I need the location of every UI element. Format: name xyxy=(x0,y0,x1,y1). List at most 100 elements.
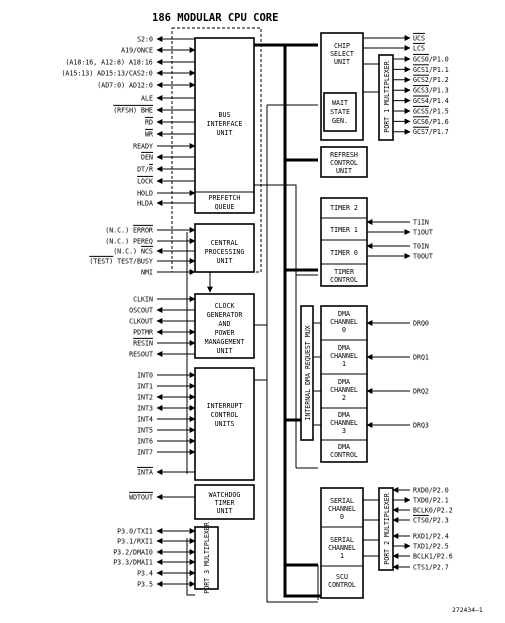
svg-text:CHANNEL: CHANNEL xyxy=(330,352,358,360)
pin-n-c-ncs-label: (N.C.) NCS xyxy=(113,247,153,255)
interrupt-bus xyxy=(266,105,318,603)
svg-text:CONTROL: CONTROL xyxy=(328,581,356,589)
timer-2: TIMER 2 xyxy=(330,204,358,212)
svg-text:UNITS: UNITS xyxy=(215,420,235,428)
pin-wdtout-label: WDTOUT xyxy=(129,493,153,501)
timer-control: TIMER xyxy=(334,268,354,276)
pin-t0out-label: T0OUT xyxy=(413,252,433,260)
port3-link xyxy=(186,538,195,596)
pin-lcs-label: LCS xyxy=(413,44,425,52)
svg-text:GENERATOR: GENERATOR xyxy=(207,311,243,319)
svg-text:INTERRUPT: INTERRUPT xyxy=(207,402,243,410)
pin-n-c-error-label: (N.C.) ERROR xyxy=(105,226,153,234)
serial-units: SERIAL CHANNEL 0 SERIAL CHANNEL 1 SCU CO… xyxy=(320,487,364,599)
right-signal-group: UCSLCSGCS0/P1.0GCS1/P1.1GCS2/P1.2GCS3/P1… xyxy=(363,32,453,571)
svg-text:UNIT: UNIT xyxy=(217,507,233,515)
svg-text:BUS: BUS xyxy=(219,111,231,119)
prefetch-queue: PREFETCH xyxy=(209,194,241,202)
control-bus xyxy=(254,184,297,468)
pin-a18-16-a12-8-a18-16-label: (A18:16, A12:8) A18:16 xyxy=(65,58,152,66)
pin-rxd1-p2-4-label: RXD1/P2.4 xyxy=(413,532,449,540)
timer-1: TIMER 1 xyxy=(330,226,358,234)
pin-int4-label: INT4 xyxy=(137,415,153,423)
svg-text:CHIP: CHIP xyxy=(334,42,350,50)
pin-bclk1-p2-6-label: BCLK1/P2.6 xyxy=(413,552,453,560)
svg-text:1: 1 xyxy=(342,360,346,368)
pin-cts0-p2-3-label: CTS0/P2.3 xyxy=(413,516,449,524)
pin-dt-r-label: DT/R xyxy=(137,165,153,173)
pin-txd0-p2-1-label: TXD0/P2.1 xyxy=(413,496,449,504)
clock-generator-unit: CLOCK GENERATOR AND POWER MANAGEMENT UNI… xyxy=(194,293,255,359)
pin-p3-1-rxi1-label: P3.1/RXI1 xyxy=(117,537,153,545)
svg-text:UNIT: UNIT xyxy=(334,58,350,66)
pin-ucs-label: UCS xyxy=(413,34,425,42)
dma-control: DMA xyxy=(338,443,350,451)
svg-text:STATE: STATE xyxy=(330,108,350,116)
pin-t1out-label: T1OUT xyxy=(413,228,433,236)
serial-channel-0: SERIAL xyxy=(330,497,354,505)
pin-nmi-label: NMI xyxy=(141,268,153,276)
pin-txd1-p2-5-label: TXD1/P2.5 xyxy=(413,542,449,550)
pin-ale-label: ALE xyxy=(141,94,153,102)
svg-text:INTERNAL DMA REQUEST MUX: INTERNAL DMA REQUEST MUX xyxy=(304,325,312,420)
dma-channel-3: DMA xyxy=(338,411,350,419)
pin-pdtmr-label: PDTMR xyxy=(133,328,153,336)
pin-rd-label: RD xyxy=(145,118,153,126)
pin-drq1-label: DRQ1 xyxy=(413,353,429,361)
pin-int0-label: INT0 xyxy=(137,371,153,379)
dma-channel-2: DMA xyxy=(338,378,350,386)
interrupt-control-unit: INTERRUPT CONTROL UNITS xyxy=(194,367,255,481)
bus-interface-unit: BUS INTERFACE UNIT PREFETCH QUEUE xyxy=(194,37,255,214)
svg-text:UNIT: UNIT xyxy=(336,167,352,175)
dma-channel-1: DMA xyxy=(338,344,350,352)
port2-multiplexer: PORT 2 MULTIPLEXER xyxy=(378,487,394,571)
pin-clkout-label: CLKOUT xyxy=(129,317,153,325)
svg-text:UNIT: UNIT xyxy=(217,257,233,265)
pin-p3-3-dmai1-label: P3.3/DMAI1 xyxy=(113,558,153,566)
pin-int1-label: INT1 xyxy=(137,382,153,390)
pin-gcs3-p1-3-label: GCS3/P1.3 xyxy=(413,87,449,95)
pin-p3-4-label: P3.4 xyxy=(137,569,153,577)
pin-gcs2-p1-2-label: GCS2/P1.2 xyxy=(413,76,449,84)
pin-gcs5-p1-5-label: GCS5/P1.5 xyxy=(413,107,449,115)
pin-drq2-label: DRQ2 xyxy=(413,387,429,395)
internal-bus xyxy=(254,43,325,598)
svg-text:PORT 3 MULTIPLEXER: PORT 3 MULTIPLEXER xyxy=(203,522,211,593)
figure-number: 272434–1 xyxy=(452,606,483,614)
svg-text:3: 3 xyxy=(342,427,346,435)
pin-resout-label: RESOUT xyxy=(129,350,153,358)
pin-bclk0-p2-2-label: BCLK0/P2.2 xyxy=(413,506,453,514)
pin-p3-2-dmai0-label: P3.2/DMAI0 xyxy=(113,548,153,556)
svg-text:UNIT: UNIT xyxy=(217,347,233,355)
svg-text:0: 0 xyxy=(342,326,346,334)
svg-text:PROCESSING: PROCESSING xyxy=(205,248,245,256)
pin-int2-label: INT2 xyxy=(137,393,153,401)
pin-test-test-busy-label: (TEST) TEST/BUSY xyxy=(89,257,153,265)
svg-text:WAIT: WAIT xyxy=(332,99,348,107)
svg-text:CHANNEL: CHANNEL xyxy=(328,505,356,513)
svg-text:CONTROL: CONTROL xyxy=(330,451,358,459)
svg-text:CENTRAL: CENTRAL xyxy=(211,239,239,247)
svg-text:0: 0 xyxy=(340,513,344,521)
serial-channel-1: SERIAL xyxy=(330,536,354,544)
pin-t1in-label: T1IN xyxy=(413,218,429,226)
dma-units: DMA CHANNEL 0 DMA CHANNEL 1 DMA CHANNEL … xyxy=(320,305,368,463)
pin-t0in-label: T0IN xyxy=(413,242,429,250)
pin-a19-once-label: A19/ONCE xyxy=(121,46,153,54)
port1-multiplexer: PORT 1 MULTIPLEXER xyxy=(378,54,394,141)
svg-text:CONTROL: CONTROL xyxy=(330,276,358,284)
svg-text:QUEUE: QUEUE xyxy=(215,203,235,211)
chip-select-unit: CHIP SELECT UNIT WAIT STATE GEN. xyxy=(320,32,364,141)
svg-text:TIMER: TIMER xyxy=(215,499,235,507)
pin-oscout-label: OSCOUT xyxy=(129,306,153,314)
pin-p3-5-label: P3.5 xyxy=(137,580,153,588)
watchdog-timer-unit: WATCHDOG TIMER UNIT xyxy=(194,484,255,520)
pin-drq3-label: DRQ3 xyxy=(413,421,429,429)
pin-hlda-label: HLDA xyxy=(137,199,153,207)
pin-hold-label: HOLD xyxy=(137,189,153,197)
svg-text:CONTROL: CONTROL xyxy=(211,411,239,419)
refresh-control-unit: REFRESH CONTROL UNIT xyxy=(320,146,368,178)
svg-text:CHANNEL: CHANNEL xyxy=(330,318,358,326)
